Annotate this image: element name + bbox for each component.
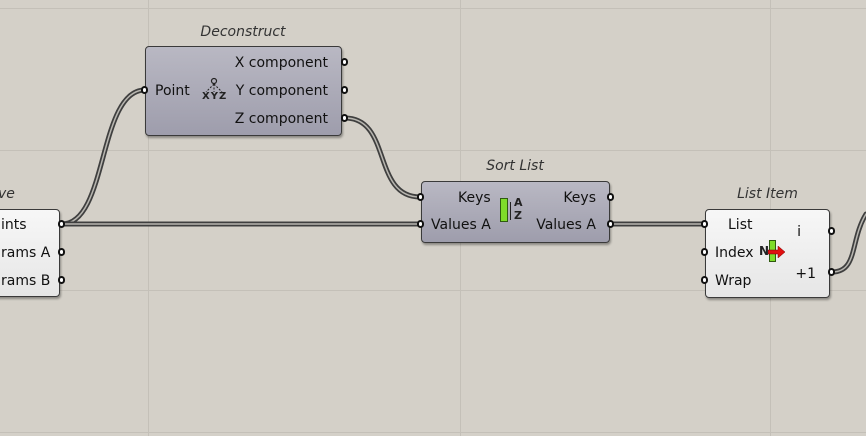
list-item-icon: N (759, 238, 789, 268)
wire-points-to-point[interactable] (59, 87, 148, 227)
list-item-node[interactable]: List Index Wrap N i +1 (705, 209, 830, 298)
sort-list-icon: A Z (498, 196, 528, 226)
output-port-x-component[interactable] (341, 58, 348, 66)
deconstruct-point-icon: XYZ (200, 75, 230, 105)
output-port-keys[interactable] (607, 193, 614, 201)
output-port-values-a[interactable] (607, 220, 614, 228)
output-label-i: i (797, 224, 801, 240)
deconstruct-title: Deconstruct (200, 24, 286, 40)
wire-z-to-keys[interactable] (342, 115, 423, 200)
output-label-values-a: Values A (536, 217, 596, 233)
output-port-z-component[interactable] (341, 114, 348, 122)
output-label-plus-1: +1 (795, 266, 816, 282)
sort-icon-letter-z: Z (514, 209, 522, 222)
output-label-z-component: Z component (234, 111, 328, 127)
input-port-list[interactable] (701, 220, 708, 228)
partial-node-title: ve (0, 186, 15, 202)
deconstruct-icon-label: XYZ (202, 91, 228, 102)
output-port-points[interactable] (58, 220, 65, 228)
sort-icon-letter-a: A (514, 196, 523, 209)
input-label-list: List (728, 217, 753, 233)
input-label-values-a: Values A (431, 217, 491, 233)
input-port-values-a[interactable] (417, 220, 424, 228)
list-item-title: List Item (737, 186, 798, 202)
output-label-points: ints (1, 217, 27, 233)
sort-list-title: Sort List (486, 158, 544, 174)
list-item-icon-letter: N (759, 244, 770, 258)
input-label-point: Point (155, 83, 190, 99)
input-label-wrap: Wrap (715, 273, 752, 289)
input-port-keys[interactable] (417, 193, 424, 201)
output-port-y-component[interactable] (341, 86, 348, 94)
sort-list-node[interactable]: Keys Values A A Z Keys Values A (421, 181, 610, 243)
input-label-keys: Keys (458, 190, 491, 206)
deconstruct-node[interactable]: Point XYZ X component Y component Z comp… (145, 46, 342, 136)
output-port-plus-1[interactable] (828, 268, 835, 276)
output-label-keys: Keys (563, 190, 596, 206)
output-label-params-b: rams B (1, 273, 51, 289)
output-port-params-a[interactable] (58, 248, 65, 256)
wire-plus1-out[interactable] (829, 211, 866, 275)
output-port-params-b[interactable] (58, 276, 65, 284)
output-port-i[interactable] (828, 227, 835, 235)
input-port-wrap[interactable] (701, 276, 708, 284)
input-port-index[interactable] (701, 248, 708, 256)
output-label-params-a: rams A (1, 245, 51, 261)
input-port-point[interactable] (141, 86, 148, 94)
output-label-x-component: X component (234, 55, 328, 71)
partial-node[interactable]: ints rams A rams B (0, 209, 60, 297)
input-label-index: Index (715, 245, 754, 261)
output-label-y-component: Y component (235, 83, 328, 99)
